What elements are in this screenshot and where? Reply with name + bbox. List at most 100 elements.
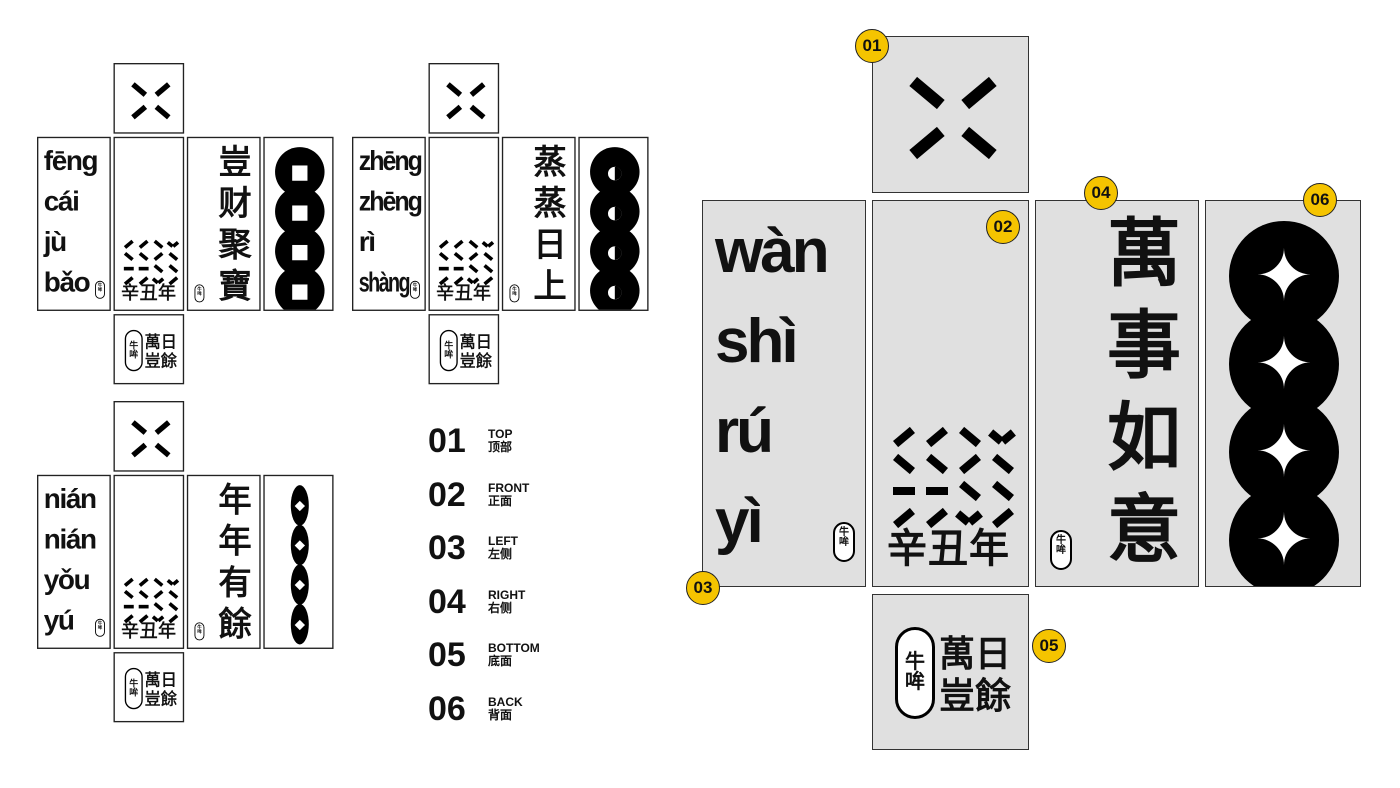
- blessing-character: 年: [218, 481, 252, 519]
- tone-mark: [154, 442, 171, 458]
- tone-mark-caron: [172, 240, 180, 248]
- tone-mark: [438, 239, 449, 249]
- tone-mark: [468, 239, 479, 249]
- bottom-blessing-line: 萬日: [459, 332, 492, 351]
- blessing-character: 上: [533, 267, 567, 305]
- tone-mark: [909, 126, 945, 160]
- tone-mark: [469, 104, 486, 120]
- tone-mark: [483, 251, 494, 262]
- tone-mark: [446, 104, 463, 120]
- tone-mark: [131, 442, 148, 458]
- bottom-blessing-line: 豈餘: [144, 689, 177, 708]
- pinyin-syllable: nián: [43, 523, 97, 555]
- panel-bottom: 牛哞萬日豈餘: [872, 594, 1029, 750]
- legend-label-zh: 右侧: [488, 600, 513, 615]
- panel-front: 辛丑年: [113, 474, 185, 649]
- legend-label-en: BACK: [488, 694, 523, 709]
- tone-mark: [483, 264, 494, 274]
- blessing-character: 年: [218, 522, 252, 560]
- blessing-character: 如: [1107, 396, 1181, 479]
- brand-seal: 牛哞: [194, 284, 205, 303]
- brand-seal: 牛哞: [95, 618, 105, 637]
- tone-mark: [154, 420, 171, 435]
- pinyin-syllable: fēng: [43, 145, 99, 177]
- tone-mark: [138, 266, 149, 271]
- bottom-blessing-line: 萬日: [144, 332, 177, 351]
- chain-coin-icon: ◆: [290, 603, 309, 645]
- tone-mark: [131, 420, 148, 435]
- tone-mark: [446, 82, 463, 97]
- blessing-character: 蒸: [533, 143, 567, 181]
- tone-mark: [992, 480, 1014, 502]
- panel-right: 年年有餘牛哞: [186, 474, 261, 649]
- brand-seal: 牛哞: [194, 622, 205, 641]
- tone-mark: [123, 589, 134, 600]
- blessing-character: 事: [1107, 304, 1181, 387]
- panel-back: ◐◐◐◐: [578, 136, 649, 311]
- bottom-blessing-line: 豈餘: [459, 351, 492, 370]
- blessing-character: 餘: [218, 605, 252, 643]
- tone-mark: [131, 82, 148, 97]
- bottom-blessing-line: 豈餘: [144, 351, 177, 370]
- brand-seal: 牛哞: [895, 627, 935, 719]
- tone-mark: [469, 82, 486, 97]
- tone-mark: [153, 589, 164, 600]
- legend-label-en: FRONT: [488, 480, 530, 495]
- panel-front: 辛丑年: [113, 136, 185, 311]
- tone-mark: [961, 76, 997, 110]
- panel-top: [872, 36, 1029, 193]
- legend-label-en: BOTTOM: [488, 641, 540, 655]
- tone-mark: [468, 264, 479, 274]
- square-coin-icon: ■: [275, 265, 325, 310]
- panel-badge-03: 03: [686, 571, 720, 605]
- tone-mark: [893, 487, 915, 495]
- blessing-character: 萬: [1107, 212, 1181, 295]
- bottom-blessing: 萬日豈餘: [460, 333, 496, 371]
- tone-mark: [123, 577, 134, 587]
- legend-label-zh: 左侧: [488, 547, 513, 561]
- legend-label-zh: 正面: [488, 493, 513, 508]
- half-coin-icon: ◐: [590, 265, 640, 310]
- tone-mark: [153, 602, 164, 612]
- bottom-blessing-line: 豈餘: [939, 675, 1012, 716]
- square-coin-icon: ■: [275, 226, 325, 276]
- blessing-character: 意: [1107, 488, 1181, 571]
- tone-mark: [893, 453, 915, 475]
- panel-badge-04: 04: [1084, 176, 1118, 210]
- tone-mark-caron: [487, 240, 495, 248]
- tone-mark: [138, 251, 149, 262]
- legend-label-en: TOP: [488, 427, 513, 441]
- blessing-character: 日: [533, 225, 567, 264]
- tone-mark: [909, 76, 945, 110]
- pinyin-syllable: wàn: [715, 217, 830, 286]
- year-label: 辛丑年: [436, 283, 492, 303]
- tone-mark: [138, 589, 149, 600]
- brand-seal: 牛哞: [95, 280, 105, 299]
- panel-top: [113, 63, 185, 134]
- panel-bottom: 牛哞萬日豈餘: [113, 652, 185, 723]
- panel-front: 辛丑年: [872, 200, 1029, 587]
- tone-mark: [153, 239, 164, 249]
- blessing-character: 财: [218, 184, 252, 222]
- bottom-blessing: 萬日豈餘: [145, 671, 181, 709]
- legend-label-en: RIGHT: [488, 587, 526, 602]
- pinyin-syllable: cái: [43, 185, 80, 217]
- legend-number: 01: [428, 422, 466, 460]
- tone-mark: [153, 577, 164, 587]
- square-coin-icon: ■: [275, 147, 325, 197]
- legend-number: 02: [428, 475, 466, 514]
- panel-top: [428, 63, 500, 134]
- brand-seal: 牛哞: [124, 667, 143, 710]
- pinyin-syllable: yì: [715, 487, 764, 556]
